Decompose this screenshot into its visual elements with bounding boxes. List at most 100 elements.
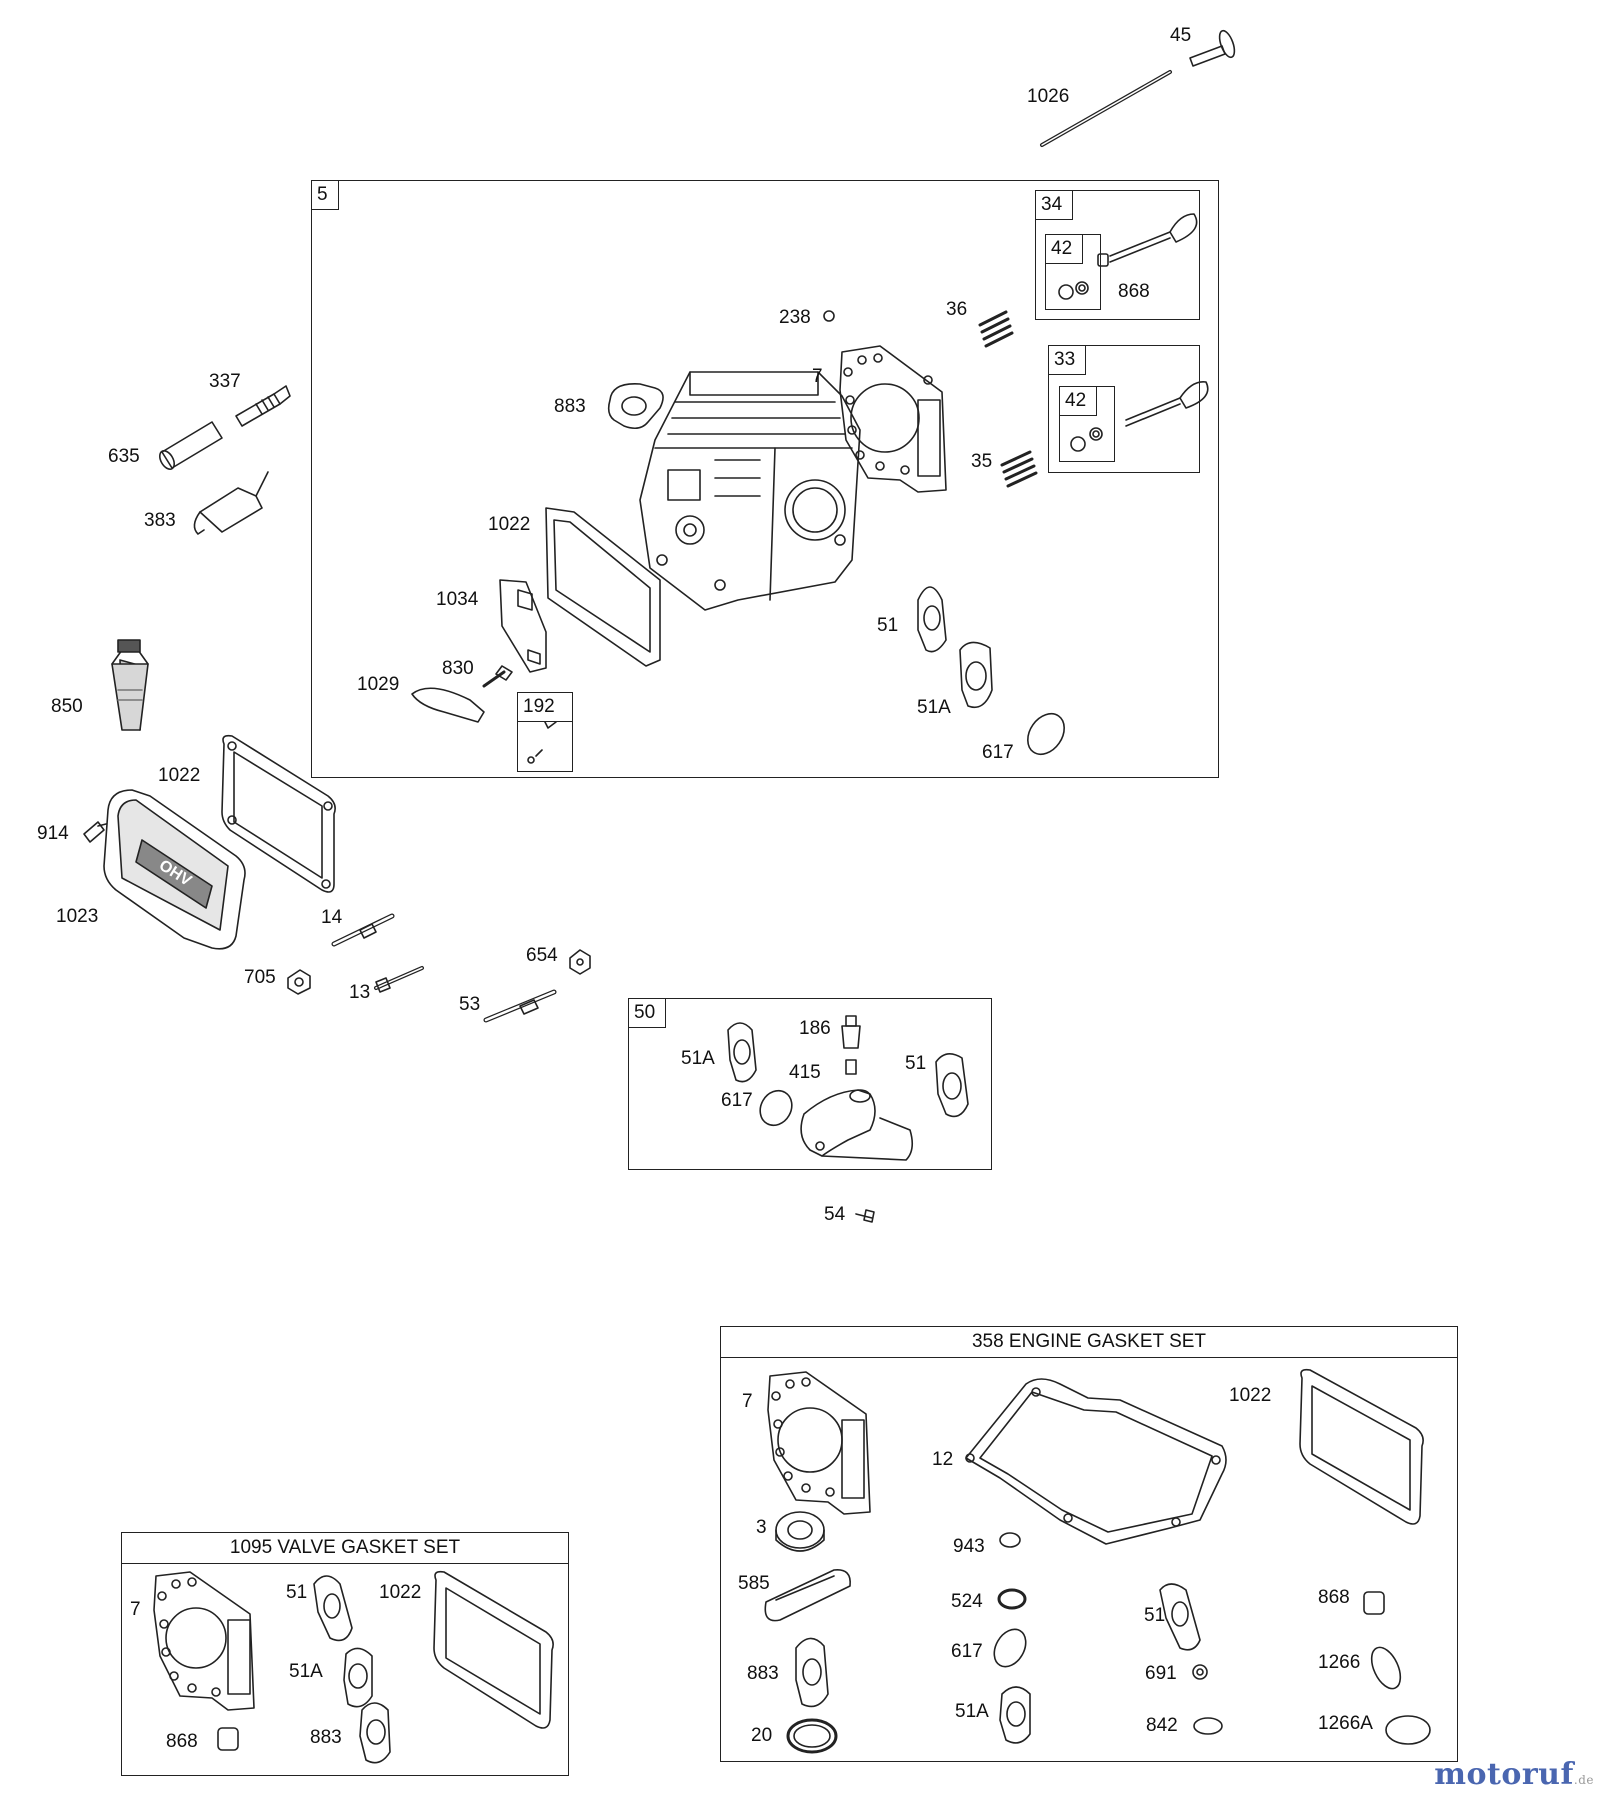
part-label: 883: [747, 1663, 779, 1684]
intake-group-tag: 50: [628, 998, 666, 1028]
valve-gasket-set-box: 1095 VALVE GASKET SET: [121, 1532, 569, 1776]
cylinder-head-group-tag: 5: [311, 180, 339, 210]
part-label: 383: [144, 510, 176, 531]
nut-icon: [823, 310, 835, 322]
part-label: 830: [442, 658, 474, 679]
breather-cover-icon: [411, 687, 485, 723]
o-ring-icon: [1385, 1715, 1431, 1745]
intake-gasket-icon: [727, 1022, 757, 1083]
part-label: 51A: [289, 1661, 323, 1682]
part-label: 842: [1146, 1715, 1178, 1736]
part-label: 238: [779, 307, 811, 328]
exhaust-valve-group-tag: 34: [1035, 190, 1073, 220]
cylinder-head-group-box: [311, 180, 1219, 778]
intake-gasket-icon: [1159, 1583, 1201, 1651]
intake-gasket-icon: [959, 641, 993, 709]
part-label: 51: [286, 1582, 308, 1603]
part-label: 1023: [56, 906, 99, 927]
stud-icon: [331, 913, 395, 947]
part-label: 45: [1170, 25, 1192, 46]
head-gasket-icon: [767, 1371, 871, 1515]
watermark-brand: motoruf: [1434, 1757, 1574, 1792]
cylinder-head-icon: [639, 371, 861, 611]
part-label: 868: [1118, 281, 1150, 302]
part-label: 35: [971, 451, 993, 472]
part-label: 1022: [379, 1582, 422, 1603]
valve-icon: [1189, 29, 1236, 67]
part-label: 14: [321, 907, 343, 928]
part-label: 943: [953, 1536, 985, 1557]
part-label: 1022: [158, 765, 201, 786]
head-gasket-icon: [153, 1571, 255, 1711]
gasket-icon: [764, 1569, 851, 1622]
valve-gasket-set-title: 1095 VALVE GASKET SET: [122, 1533, 568, 1564]
o-ring-icon: [1370, 1646, 1402, 1690]
stud-icon: [483, 989, 557, 1023]
part-label: 524: [951, 1591, 983, 1612]
intake-gasket-icon: [313, 1575, 353, 1642]
push-rod-icon: [1040, 70, 1172, 147]
part-label: 1022: [1229, 1385, 1272, 1406]
intake-gasket-icon: [607, 383, 664, 430]
part-label: 337: [209, 371, 241, 392]
part-label: 1022: [488, 514, 531, 535]
part-label: 7: [742, 1391, 753, 1412]
part-label: 585: [738, 1573, 770, 1594]
part-label: 51: [877, 615, 899, 636]
o-ring-icon: [1193, 1717, 1223, 1735]
part-label: 53: [459, 994, 481, 1015]
watermark-tld: .de: [1573, 1773, 1594, 1787]
crankcase-gasket-icon: [965, 1378, 1227, 1545]
spark-plug-boot-icon: [158, 421, 223, 470]
part-label: 1026: [1027, 86, 1070, 107]
retainer-subgroup-tag: 42: [1059, 386, 1097, 416]
intake-gasket-icon: [359, 1702, 391, 1764]
valve-spring-icon: [978, 310, 1038, 488]
part-label: 705: [244, 967, 276, 988]
screw-icon: [855, 1209, 875, 1223]
screw-icon: [482, 665, 513, 688]
part-label: 635: [108, 446, 140, 467]
intake-elbow-icon: [800, 1089, 914, 1161]
intake-gasket-icon: [343, 1647, 373, 1708]
part-label: 51A: [955, 1701, 989, 1722]
exhaust-valve-group-box: [1035, 190, 1200, 320]
o-ring-icon: [997, 1588, 1027, 1610]
engine-gasket-set-title: 358 ENGINE GASKET SET: [721, 1327, 1457, 1358]
o-ring-icon: [1027, 712, 1065, 756]
watermark-logo: motoruf.de: [1434, 1757, 1594, 1792]
screw-kit-tag: 192: [517, 692, 573, 722]
breather-plate-icon: [499, 579, 547, 673]
bolt-icon: [374, 966, 424, 993]
part-label: 883: [554, 396, 586, 417]
part-label: 868: [1318, 1587, 1350, 1608]
intake-gasket-icon: [999, 1686, 1031, 1744]
part-label: 415: [789, 1062, 821, 1083]
retainer-icon: [1363, 1591, 1385, 1615]
part-label: 883: [310, 1727, 342, 1748]
rocker-cover-gasket-icon: [1299, 1368, 1424, 1525]
part-label: 1034: [436, 589, 479, 610]
part-label: 54: [824, 1204, 846, 1225]
intake-valve-group-box: [1048, 345, 1200, 473]
head-gasket-icon: [839, 345, 947, 493]
intake-gasket-icon: [795, 1637, 829, 1708]
valve-cover-icon: OHV: [103, 789, 246, 950]
oil-seal-icon: [775, 1511, 825, 1552]
retainer-icon: [1058, 281, 1089, 300]
part-label: 1266: [1318, 1652, 1361, 1673]
part-label: 12: [932, 1449, 954, 1470]
part-label: 13: [349, 982, 371, 1003]
retainer-icon: [217, 1727, 239, 1751]
ignition-lead-icon: [193, 471, 269, 535]
sealant-tube-icon: [111, 639, 149, 731]
o-ring-icon: [999, 1532, 1021, 1548]
nut-icon: [287, 969, 311, 995]
rocker-cover-gasket-icon: [433, 1570, 554, 1729]
part-label: 51A: [681, 1048, 715, 1069]
valve-icon: [1097, 213, 1198, 267]
spark-plug-icon: [235, 385, 291, 427]
intake-gasket-icon: [935, 1053, 969, 1118]
rocker-cover-gasket-icon: [221, 734, 336, 893]
